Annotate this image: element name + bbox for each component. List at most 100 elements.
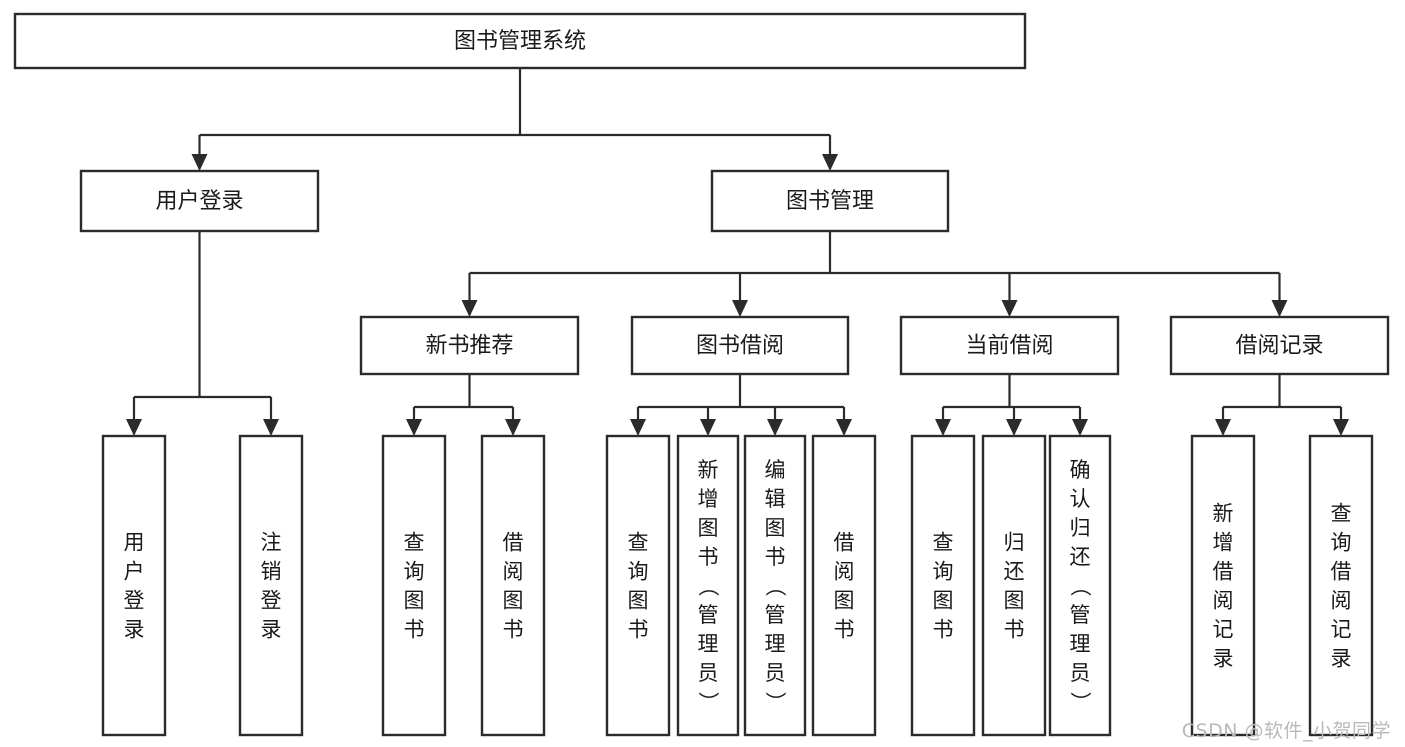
node-label-leaf-query-book-3-char-2: 图	[933, 589, 954, 613]
node-label-leaf-query-record-char-0: 查	[1331, 502, 1352, 526]
node-box-book-borrow	[630, 315, 850, 376]
node-label-leaf-edit-book-admin-char-0: 编	[765, 458, 786, 482]
arrow-head-icon	[263, 419, 279, 436]
node-label-undefined: 图书管理系统	[454, 29, 586, 54]
node-label-new-book-rec: 新书推荐	[425, 334, 513, 359]
node-borrow-record[interactable]: 借阅记录	[1169, 315, 1390, 376]
node-box-leaf-add-book-admin	[676, 434, 740, 737]
node-label-leaf-confirm-return-admin-char-7: 员	[1070, 661, 1091, 685]
node-label-leaf-edit-book-admin-char-1: 辑	[765, 487, 786, 511]
node-label-book-manage: 图书管理	[786, 189, 874, 214]
node-label-leaf-query-record-char-2: 借	[1331, 560, 1352, 584]
node-label-leaf-confirm-return-admin-char-1: 认	[1070, 487, 1091, 511]
node-box-leaf-borrow-book-2	[811, 434, 877, 737]
arrow-head-icon	[505, 419, 521, 436]
node-current-borrow[interactable]: 当前借阅	[899, 315, 1120, 376]
node-label-leaf-query-record-char-4: 记	[1331, 618, 1352, 642]
node-label-leaf-borrow-book-2-char-3: 书	[834, 618, 855, 642]
node-book-borrow[interactable]: 图书借阅	[630, 315, 850, 376]
node-undefined[interactable]: 图书管理系统	[13, 12, 1027, 70]
node-box-leaf-logout	[238, 434, 304, 737]
arrow-head-icon	[406, 419, 422, 436]
node-label-leaf-user-login-char-0: 用	[124, 531, 145, 555]
node-label-leaf-query-book-1-char-2: 图	[404, 589, 425, 613]
node-label-user-login: 用户登录	[155, 189, 243, 214]
node-label-leaf-confirm-return-admin-char-5: 管	[1070, 603, 1091, 627]
connector-lines	[126, 68, 1349, 436]
node-leaf-user-login[interactable]: 用户登录	[101, 434, 167, 737]
node-label-leaf-query-book-1-char-3: 书	[404, 618, 425, 642]
node-label-leaf-user-login-char-2: 登	[124, 589, 145, 613]
node-label-leaf-add-book-admin-char-8: ）	[696, 692, 720, 713]
node-user-login[interactable]: 用户登录	[79, 169, 320, 233]
node-boxes: 图书管理系统用户登录图书管理新书推荐图书借阅当前借阅借阅记录用户登录注销登录查询…	[13, 12, 1390, 737]
node-label-leaf-return-book-char-2: 图	[1004, 589, 1025, 613]
node-label-leaf-confirm-return-admin-char-8: ）	[1068, 692, 1092, 713]
node-label-leaf-add-record-char-2: 借	[1213, 560, 1234, 584]
node-label-leaf-confirm-return-admin-char-0: 确	[1070, 458, 1091, 482]
node-box-leaf-add-record	[1190, 434, 1256, 737]
node-label-leaf-borrow-book-2-char-0: 借	[834, 531, 855, 555]
node-label-book-borrow: 图书借阅	[696, 334, 784, 359]
node-box-leaf-edit-book-admin	[743, 434, 807, 737]
node-label-leaf-borrow-book-1-char-2: 图	[503, 589, 524, 613]
node-label-leaf-edit-book-admin-char-6: 理	[765, 632, 786, 656]
node-label-leaf-query-book-1-char-0: 查	[404, 531, 425, 555]
node-new-book-rec[interactable]: 新书推荐	[359, 315, 580, 376]
node-label-leaf-user-login-char-3: 录	[124, 618, 145, 642]
node-label-leaf-add-book-admin-char-1: 增	[698, 487, 719, 511]
node-label-leaf-confirm-return-admin-char-3: 还	[1070, 545, 1091, 569]
node-label-borrow-record: 借阅记录	[1235, 334, 1323, 359]
node-label-current-borrow: 当前借阅	[965, 334, 1053, 359]
node-box-leaf-return-book	[981, 434, 1047, 737]
node-label-leaf-edit-book-admin-char-7: 员	[765, 661, 786, 685]
node-label-leaf-borrow-book-2-char-2: 图	[834, 589, 855, 613]
node-box-leaf-query-record	[1308, 434, 1374, 737]
node-label-leaf-confirm-return-admin-char-2: 归	[1070, 516, 1091, 540]
node-label-leaf-add-book-admin-char-0: 新	[698, 458, 719, 482]
node-label-leaf-borrow-book-2-char-1: 阅	[834, 560, 855, 584]
node-book-manage[interactable]: 图书管理	[710, 169, 950, 233]
node-label-leaf-return-book-char-3: 书	[1004, 618, 1025, 642]
node-label-leaf-query-book-2-char-0: 查	[628, 531, 649, 555]
arrow-head-icon	[461, 300, 478, 317]
arrow-head-icon	[767, 419, 783, 436]
arrow-head-icon	[630, 419, 646, 436]
node-label-leaf-query-record-char-3: 阅	[1331, 589, 1352, 613]
node-box-user-login	[79, 169, 320, 233]
node-label-leaf-logout-char-2: 登	[261, 589, 282, 613]
node-label-leaf-add-record-char-3: 阅	[1213, 589, 1234, 613]
node-label-leaf-add-record-char-5: 录	[1213, 647, 1234, 671]
arrow-head-icon	[191, 154, 208, 171]
arrow-head-icon	[126, 419, 142, 436]
node-label-leaf-add-book-admin-char-2: 图	[698, 516, 719, 540]
node-label-leaf-query-book-3-char-1: 询	[933, 560, 954, 584]
node-label-leaf-borrow-book-1-char-3: 书	[503, 618, 524, 642]
node-box-leaf-confirm-return-admin	[1048, 434, 1112, 737]
node-box-leaf-user-login	[101, 434, 167, 737]
node-box-leaf-query-book-2	[605, 434, 671, 737]
node-label-leaf-add-book-admin-char-7: 员	[698, 661, 719, 685]
node-box-undefined	[13, 12, 1027, 70]
node-label-leaf-add-book-admin-char-3: 书	[698, 545, 719, 569]
node-label-leaf-add-record-char-1: 增	[1213, 531, 1234, 555]
node-label-leaf-query-book-3-char-0: 查	[933, 531, 954, 555]
node-label-leaf-query-book-3-char-3: 书	[933, 618, 954, 642]
node-label-leaf-return-book-char-0: 归	[1004, 531, 1025, 555]
node-label-leaf-add-book-admin-char-5: 管	[698, 603, 719, 627]
arrow-head-icon	[1333, 419, 1349, 436]
